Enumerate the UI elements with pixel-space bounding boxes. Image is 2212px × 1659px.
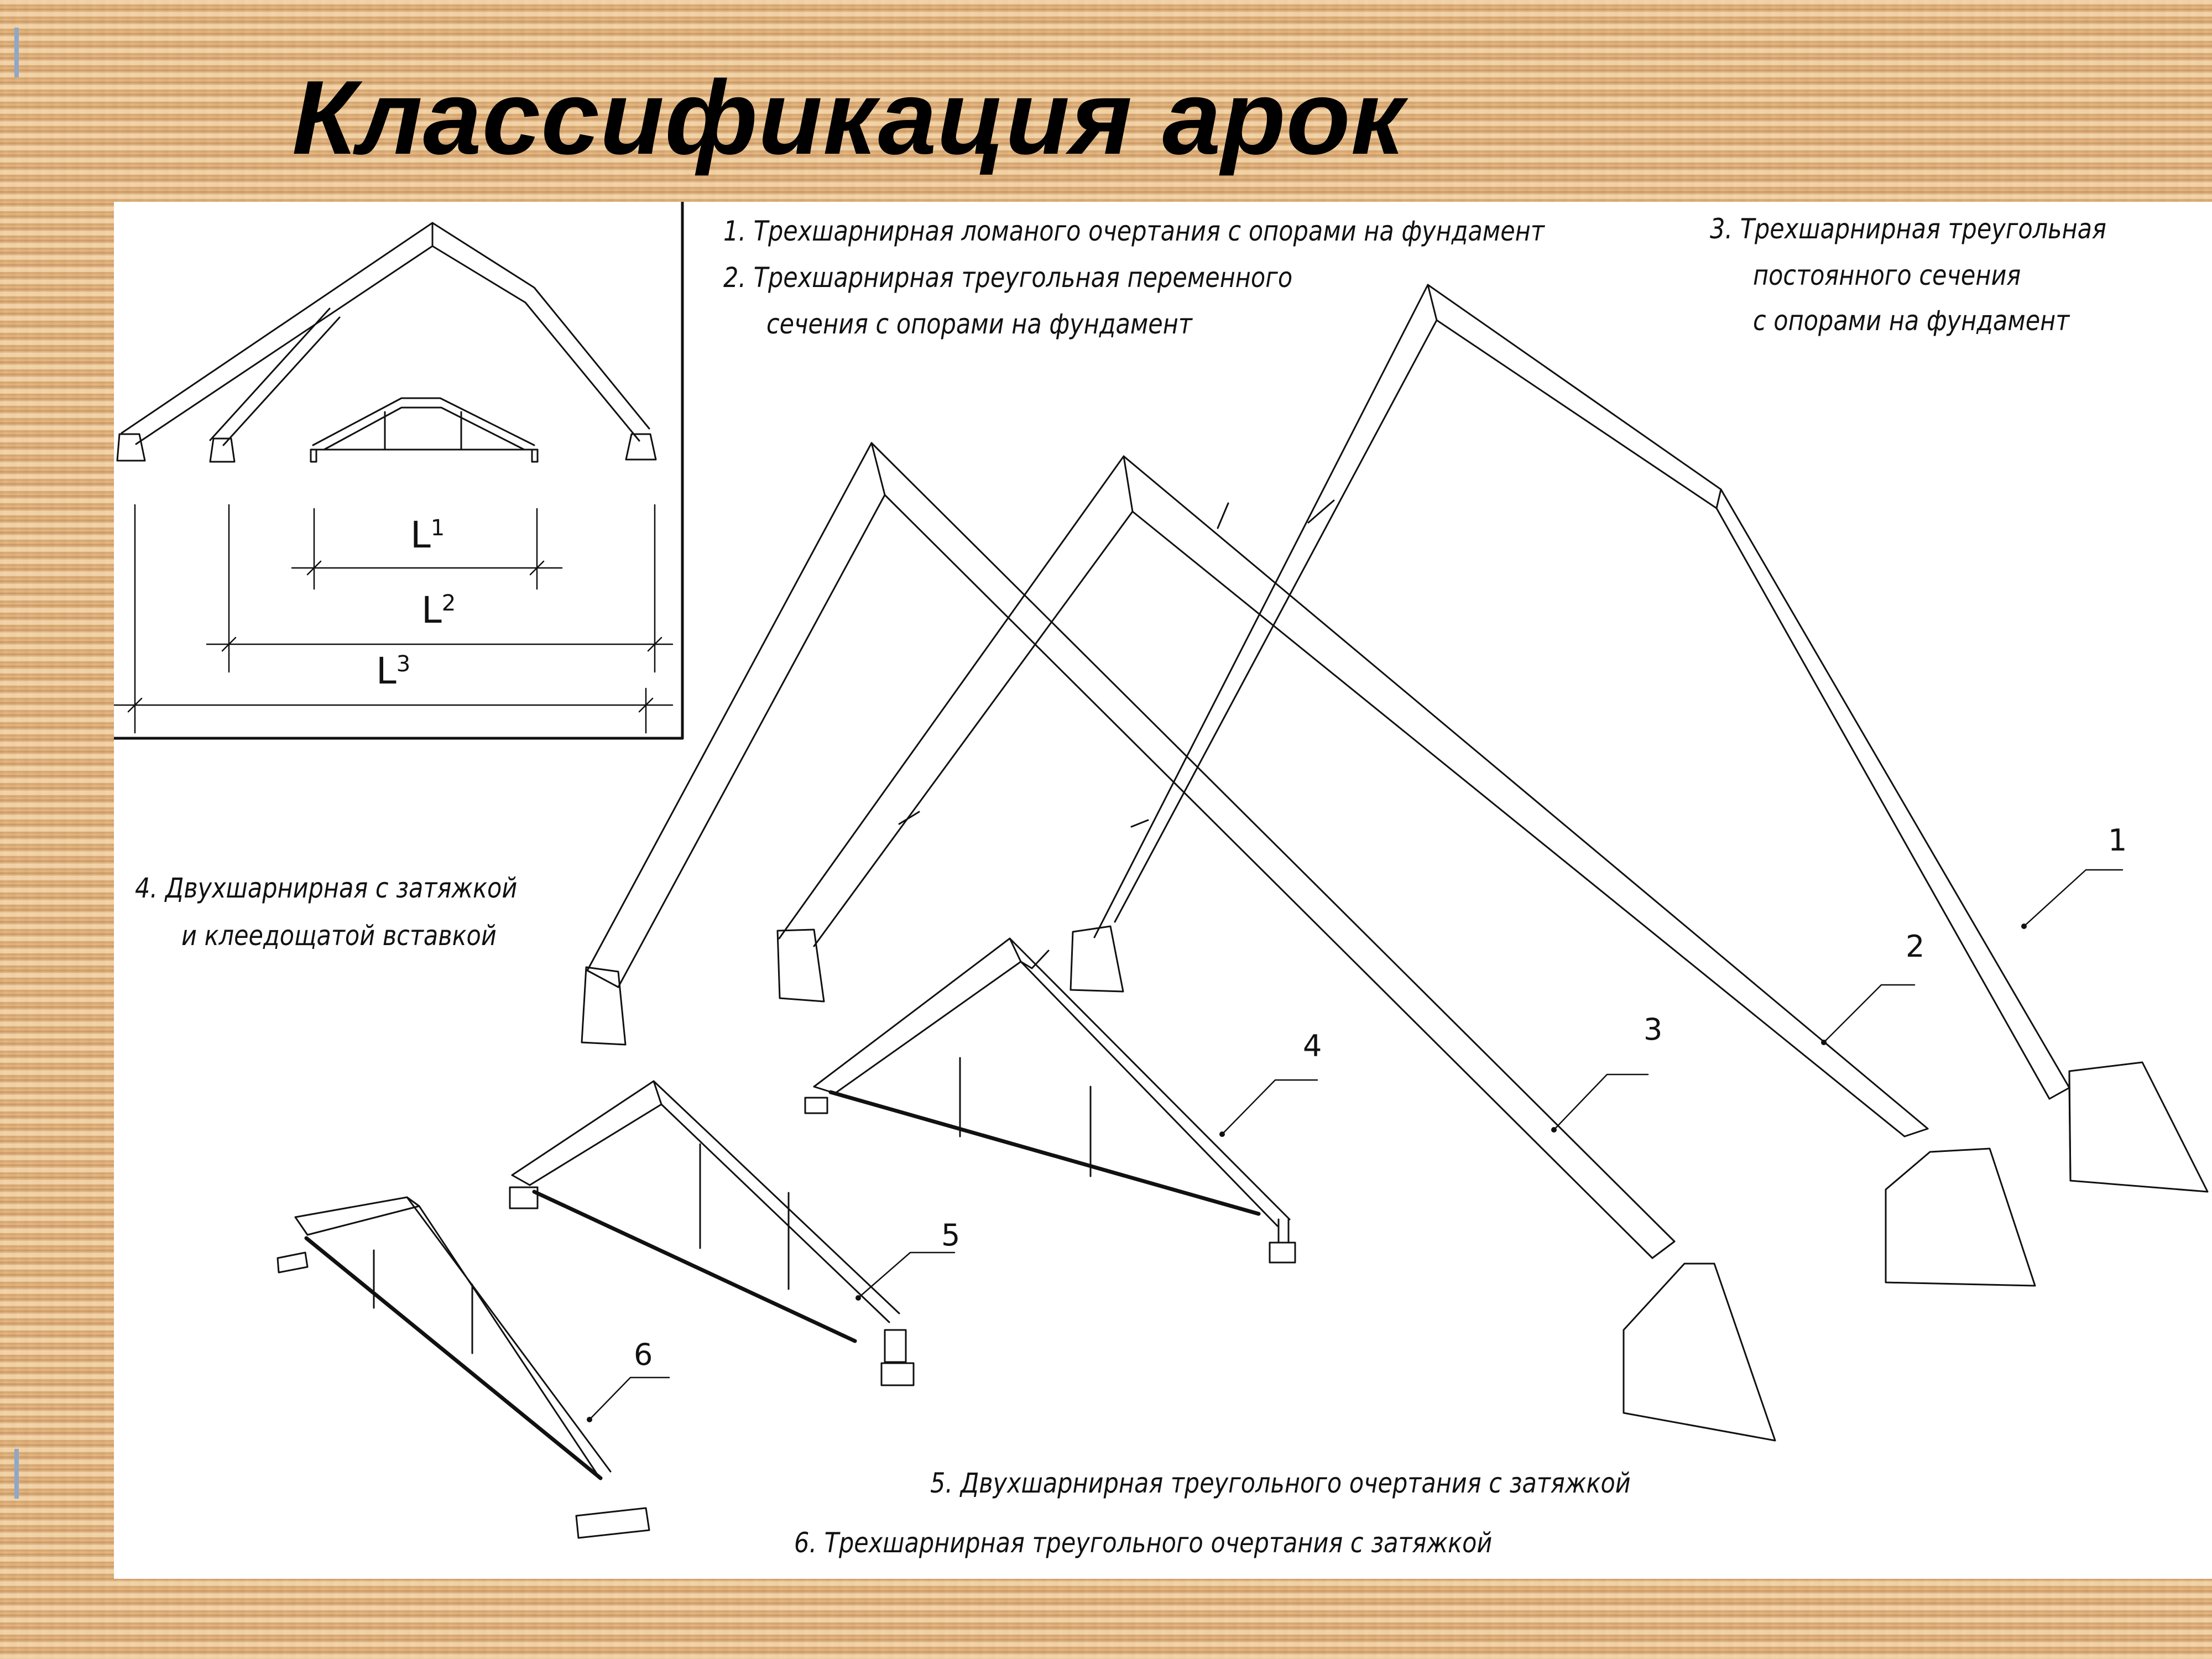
slide-edge-mark-top <box>14 28 19 77</box>
arch-drawing-svg <box>114 202 2209 1539</box>
caption-arch-6: 6. Трехшарнирная треугольного очертания … <box>794 1527 1493 1559</box>
inset-dimension-lines <box>114 504 674 734</box>
dimension-label-l1: L1 <box>410 514 445 556</box>
dimension-label-l2: L2 <box>421 589 456 632</box>
inset-arch-small <box>310 397 539 463</box>
arch-5 <box>509 1080 915 1386</box>
arch-3 <box>586 442 1676 1259</box>
caption-arch-2-line1: 2. Трехшарнирная треугольная переменного <box>723 262 1293 294</box>
caption-arch-4-line1: 4. Двухшарнирная с затяжкой <box>135 872 518 904</box>
caption-arch-1: 1. Трехшарнирная ломаного очертания с оп… <box>723 215 1545 247</box>
inset-support-middle <box>209 437 236 463</box>
arch-1-support <box>1070 925 2209 1193</box>
caption-arch-2-line2: сечения с опорами на фундамент <box>766 308 1192 340</box>
leader-number-4: 4 <box>1303 1029 1322 1063</box>
inset-arch-large <box>121 222 650 446</box>
leader-number-6: 6 <box>634 1337 653 1372</box>
arch-4 <box>804 937 1296 1264</box>
slide-edge-mark-bottom <box>14 1449 19 1499</box>
caption-arch-5: 5. Двухшарнирная треугольного очертания … <box>930 1467 1631 1499</box>
caption-arch-3-line2: постоянного сечения <box>1753 259 2021 291</box>
arch-2 <box>778 455 1929 1138</box>
leader-number-1: 1 <box>2108 823 2127 858</box>
inset-support-right <box>625 433 657 461</box>
inset-support-left <box>116 433 146 462</box>
dimension-label-l3: L3 <box>376 650 411 692</box>
caption-arch-3-line1: 3. Трехшарнирная треугольная <box>1710 213 2106 245</box>
arch-2-support <box>776 928 2036 1287</box>
slide-title: Классификация арок <box>292 59 1405 176</box>
caption-arch-3-line3: с опорами на фундамент <box>1753 305 2070 337</box>
leader-lines <box>588 869 2124 1421</box>
leader-number-3: 3 <box>1644 1012 1663 1047</box>
arch-3-support <box>581 966 1776 1442</box>
arch-6 <box>276 1196 650 1539</box>
arch-1 <box>1093 284 2070 1100</box>
arch-drawing: L1 L2 L3 1. Трехшарнирная ломаного очерт… <box>114 202 2212 1579</box>
inset-panel <box>114 202 684 740</box>
leader-dots <box>587 924 2027 1422</box>
leader-number-2: 2 <box>1906 929 1925 964</box>
caption-arch-4-line2: и клеедощатой вставкой <box>181 920 497 952</box>
leader-number-5: 5 <box>941 1218 961 1253</box>
